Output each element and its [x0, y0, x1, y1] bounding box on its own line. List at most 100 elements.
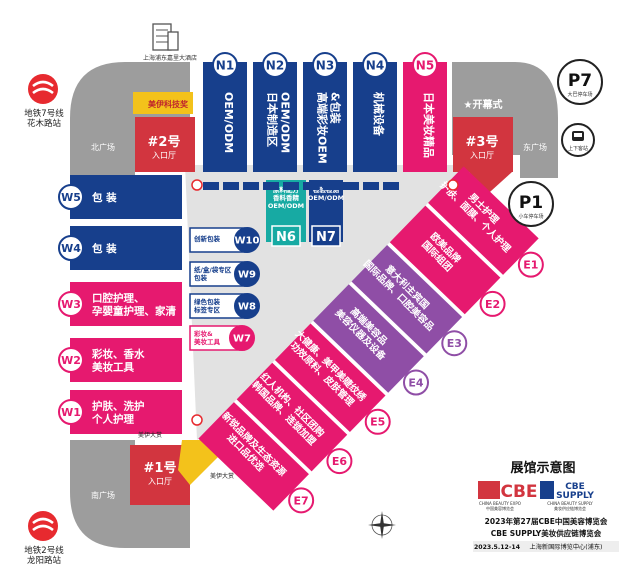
hall-id-e4: E4 [408, 376, 424, 389]
hall-e4-block [313, 284, 424, 393]
hall-id-n5: N5 [416, 58, 434, 72]
svg-text:CBE: CBE [500, 482, 537, 502]
hall-w2-block [70, 338, 182, 382]
legend-line-1: 2023年第27届CBE中国美容博览会 [485, 516, 608, 526]
hall-w10[interactable]: 创新包装 W10 [189, 227, 260, 253]
hall-id-e2: E2 [485, 298, 500, 311]
hall-w10-label: 创新包装 [193, 234, 221, 243]
hall-n3-label: &包装 [329, 92, 343, 124]
hall-n4-block [353, 62, 397, 172]
parking-p1-code: P1 [519, 193, 543, 213]
entrance-3-sub: 入口厅 [470, 151, 494, 160]
hall-id-w5: W5 [61, 191, 81, 204]
hall-badge-w9 [234, 261, 260, 287]
hotel-icon [152, 23, 179, 51]
corridor-booth [263, 182, 279, 190]
bus-stop-icon [191, 179, 203, 191]
hall-id-w9: W9 [238, 270, 256, 281]
hotel-label: 上海浦东嘉里大酒店 [143, 54, 197, 62]
hall-w8-label: 绿色包装标签专区 [193, 297, 221, 314]
hall-n3-block [303, 62, 347, 172]
hall-badge-n4 [362, 52, 388, 78]
dropoff-label: 上下客站 [568, 145, 588, 152]
hall-w4-block [70, 226, 182, 270]
bus-icon [572, 131, 584, 141]
corridor-booth [343, 182, 359, 190]
hall-id-n1: N1 [216, 58, 234, 72]
corridor-booth [223, 182, 239, 190]
hall-id-w2: W2 [61, 354, 81, 367]
hall-id-e6: E6 [332, 455, 348, 468]
award-hall[interactable] [133, 92, 193, 114]
hall-w2-label: 彩妆、香水美妆工具 [91, 348, 145, 374]
hall-w4[interactable]: W4 包 装 [58, 226, 182, 270]
corridor-booth [363, 182, 379, 190]
hall-badge-e2 [479, 290, 506, 317]
hall-badge-n2 [262, 52, 288, 78]
hall-w7[interactable]: 彩妆&美妆工具 W7 [189, 325, 255, 351]
entrance-1-sub: 入口厅 [148, 477, 172, 486]
hall-id-w4: W4 [61, 242, 81, 255]
award-big-label: 美伊大赏 [138, 431, 162, 439]
metro-logo-icon [28, 511, 58, 541]
south-plaza-label: 南广场 [91, 490, 115, 500]
compass-icon [368, 511, 396, 539]
corridor-booth [243, 182, 259, 190]
hall-w9-label: 纸/盒/袋专区包装 [194, 265, 232, 282]
entrance-hall-2[interactable] [135, 117, 195, 172]
hall-badge-n5 [412, 52, 438, 78]
hall-n2-label: OEM/ODM [279, 92, 292, 153]
legend-title: 展馆示意图 [510, 460, 575, 476]
corridor-booth [383, 182, 399, 190]
hall-badge-n7 [311, 225, 341, 247]
corridor-booth [203, 182, 219, 190]
hall-w3-label: 口腔护理、孕婴童护理、家清 [92, 292, 176, 318]
hall-id-n7: N7 [316, 230, 336, 245]
hall-w5-label: 包 装 [92, 191, 117, 204]
hall-n5-block [403, 62, 447, 172]
corridor-booth [323, 182, 339, 190]
parking-p1-sub: 小车停车场 [518, 213, 543, 220]
hall-id-e7: E7 [294, 494, 309, 507]
hall-badge-e3 [441, 330, 468, 357]
hall-id-w7: W7 [233, 334, 251, 345]
hall-badge-n1 [212, 52, 238, 78]
hall-badge-w7 [229, 325, 255, 351]
parking-p1-badge[interactable] [508, 181, 554, 227]
award-hall-label: 美伊科技奖 [148, 99, 189, 109]
hall-badge-e5 [364, 408, 391, 435]
hall-badge-w3 [58, 291, 84, 317]
hall-e2-block [389, 205, 501, 315]
hall-w4-label: 包 装 [92, 242, 117, 255]
entrance-hall-3[interactable] [453, 117, 513, 172]
hall-e7-block [198, 402, 309, 511]
award-big-strip [178, 440, 220, 485]
parking-p7-badge[interactable] [557, 59, 603, 105]
entrance-1-number: #1号 [144, 461, 177, 476]
hall-id-w10: W10 [235, 236, 260, 247]
hall-w9[interactable]: 纸/盒/袋专区包装 W9 [189, 261, 260, 287]
opening-ceremony-label: ★开幕式 [464, 98, 503, 111]
parking-p7-code: P7 [568, 71, 592, 91]
metro-line2-label: 地铁2号线龙阳路站 [24, 545, 64, 566]
hall-w5[interactable]: W5 包 装 [58, 175, 182, 219]
hall-badge-w2 [58, 347, 84, 373]
hall-w2[interactable]: W2 彩妆、香水美妆工具 [58, 338, 182, 382]
hall-w7-label: 彩妆&美妆工具 [193, 329, 221, 346]
hall-id-n4: N4 [366, 58, 384, 72]
hall-badge-w10 [234, 227, 260, 253]
